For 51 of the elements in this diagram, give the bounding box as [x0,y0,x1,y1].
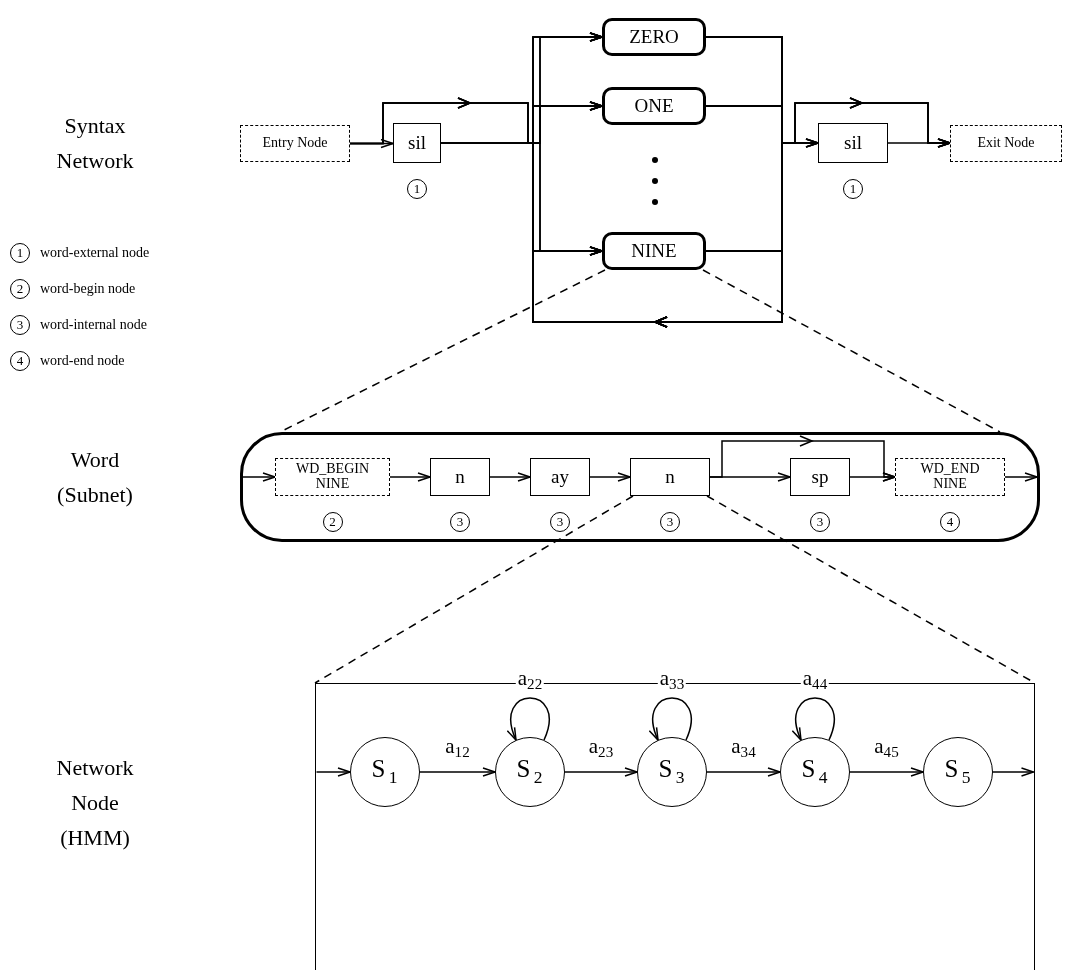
node-label: n [665,467,675,487]
null-node-box [950,125,1062,162]
node-label: sp [811,467,829,487]
node-label: NINE [631,241,677,261]
node-label: n [455,467,465,487]
node-label: sil [408,133,426,153]
phone-box [790,458,850,496]
phone-box [430,458,490,496]
null-node-box [275,458,390,496]
legend-text: word-external node [40,245,150,261]
callout-number: 2 [10,279,30,299]
node-label: WD_END NINE [919,462,981,492]
callout-number: 3 [10,315,30,335]
node-label: S$_{5}$ [944,756,971,787]
node-label: ZERO [629,27,679,47]
callout-number: 1 [843,179,863,199]
node-label: sil [844,133,862,153]
callout-number: 1 [10,243,30,263]
subnet-frame [240,432,1040,542]
word-box [602,18,706,56]
callout-number: 3 [450,512,470,532]
node-label: Exit Node [977,136,1035,151]
level-title: Word (Subnet) [56,445,134,509]
model-box [818,123,888,163]
node-label: S$_{1}$ [371,756,398,787]
node-label: ay [551,467,569,487]
callout-number: 3 [550,512,570,532]
node-label: S$_{2}$ [516,756,543,787]
word-box [602,87,706,125]
callout-number: 2 [322,512,343,532]
node-label: S$_{3}$ [658,756,685,787]
model-box [393,123,441,163]
null-node-box [240,125,350,162]
phone-box [630,458,710,496]
phone-box [530,458,590,496]
legend-text: word-internal node [40,317,147,333]
callout-number: 1 [407,179,427,199]
node-label: WD_BEGIN NINE [294,462,371,492]
level-title: Syntax Network [55,111,135,175]
callout-number: 4 [10,351,30,371]
node-label: S$_{4}$ [801,756,828,787]
level-title: Network Node (HMM) [55,754,135,853]
node-label: Entry Node [262,136,328,151]
callout-number: 4 [940,512,960,532]
callout-number: 3 [660,512,680,532]
legend-text: word-end node [40,353,125,369]
node-label: ONE [634,96,674,116]
legend-text: word-begin node [40,281,136,297]
word-box [602,232,706,270]
null-node-box [895,458,1005,496]
callout-number: 3 [810,512,830,532]
